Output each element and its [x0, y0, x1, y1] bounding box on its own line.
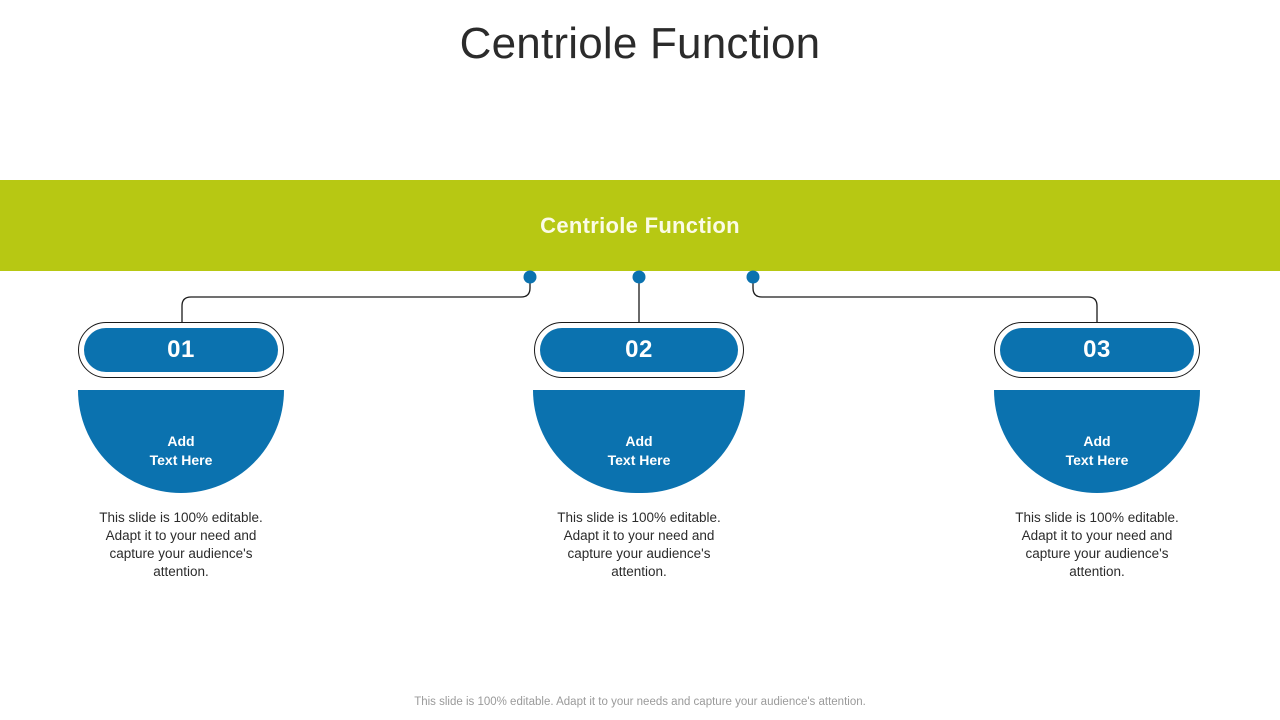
step-body-text-01: This slide is 100% editable. Adapt it to…	[99, 510, 263, 579]
step-heading-shape-01[interactable]: Add Text Here	[78, 390, 284, 493]
section-banner: Centriole Function	[0, 180, 1280, 271]
connector-dot-01	[523, 270, 537, 284]
step-body-text-03: This slide is 100% editable. Adapt it to…	[1015, 510, 1179, 579]
connector-dot-02	[632, 270, 646, 284]
step-number-pill-01[interactable]: 01	[78, 322, 284, 378]
step-column-01[interactable]: 01 Add Text Here This slide is 100% edit…	[51, 322, 311, 581]
step-number-pill-03[interactable]: 03	[994, 322, 1200, 378]
page-title: Centriole Function	[459, 19, 821, 68]
step-number-label-03: 03	[1000, 328, 1194, 372]
connector-dot-03	[746, 270, 760, 284]
step-number-label-02: 02	[540, 328, 738, 372]
step-number-label-01: 01	[84, 328, 278, 372]
connector-path-01	[181, 277, 531, 322]
step-number-pill-02[interactable]: 02	[534, 322, 744, 378]
step-heading-shape-02[interactable]: Add Text Here	[533, 390, 745, 493]
step-column-03[interactable]: 03 Add Text Here This slide is 100% edit…	[967, 322, 1227, 581]
step-heading-label-01: Add Text Here	[149, 432, 213, 468]
step-heading-label-02: Add Text Here	[607, 432, 671, 468]
step-heading-shape-03[interactable]: Add Text Here	[994, 390, 1200, 493]
step-column-02[interactable]: 02 Add Text Here This slide is 100% edit…	[509, 322, 769, 581]
footer-note: This slide is 100% editable. Adapt it to…	[414, 696, 866, 708]
step-body-text-02: This slide is 100% editable. Adapt it to…	[557, 510, 721, 579]
connector-path-03	[752, 277, 1098, 322]
step-heading-label-03: Add Text Here	[1065, 432, 1129, 468]
section-banner-label: Centriole Function	[540, 212, 740, 238]
